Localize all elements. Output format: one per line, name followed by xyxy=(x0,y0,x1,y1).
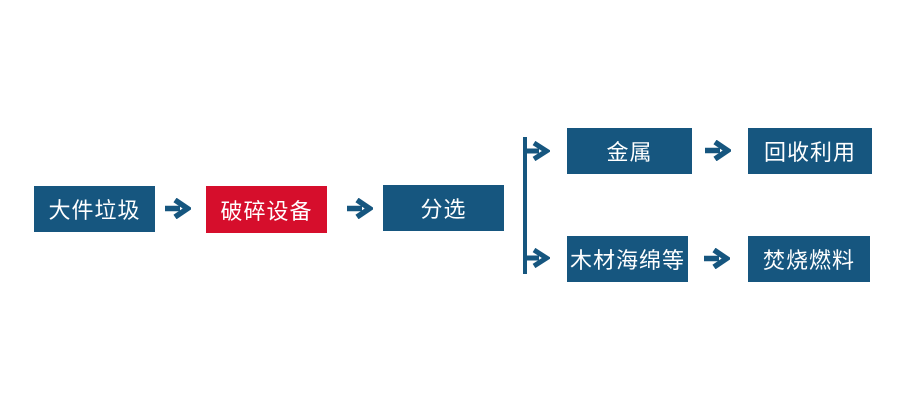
node-metal: 金属 xyxy=(567,128,692,174)
arrow-right-icon xyxy=(704,248,730,269)
node-recycling: 回收利用 xyxy=(748,128,872,174)
branch-arrow-top-icon xyxy=(524,141,550,161)
node-sorting: 分选 xyxy=(383,185,504,231)
branch-vertical-line xyxy=(523,137,527,274)
node-incineration-fuel: 焚烧燃料 xyxy=(748,236,870,282)
node-wood-sponge: 木材海绵等 xyxy=(567,236,688,282)
branch-arrow-bottom-icon xyxy=(524,248,550,268)
arrow-right-icon xyxy=(165,198,191,219)
arrow-right-icon xyxy=(705,140,731,161)
node-crushing-equipment: 破碎设备 xyxy=(206,186,327,233)
arrow-right-icon xyxy=(347,198,373,219)
node-bulky-waste: 大件垃圾 xyxy=(34,186,155,232)
